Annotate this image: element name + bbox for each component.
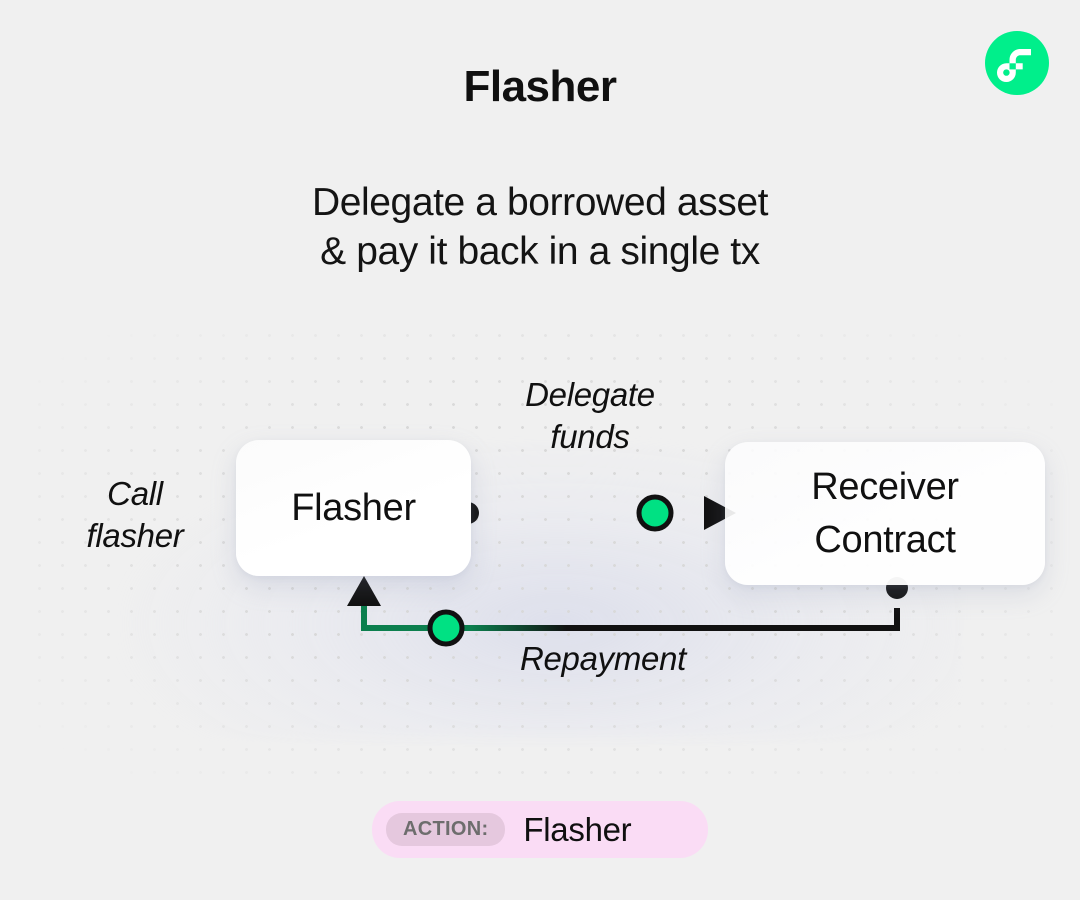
subtitle-line-2: & pay it back in a single tx <box>320 230 760 273</box>
edge-label-call-flasher-line-2: flasher <box>86 517 184 554</box>
edge-label-call-flasher: Call flasher <box>45 473 225 557</box>
page-subtitle: Delegate a borrowed asset & pay it back … <box>0 178 1080 276</box>
flow-logo-icon <box>985 31 1049 95</box>
page-title: Flasher <box>463 62 617 111</box>
subtitle-line-1: Delegate a borrowed asset <box>311 181 769 224</box>
edge-label-repayment-line-1: Repayment <box>519 640 687 677</box>
action-badge-prefix: ACTION: <box>386 813 506 846</box>
node-receiver-line-2: Contract <box>814 518 956 561</box>
edge-label-delegate-funds-line-1: Delegate <box>525 376 655 413</box>
node-flasher[interactable]: Flasher <box>236 440 471 576</box>
node-receiver-line-1: Receiver <box>811 465 959 508</box>
edge-label-call-flasher-line-1: Call <box>107 475 163 512</box>
node-receiver-contract[interactable]: Receiver Contract <box>725 442 1045 585</box>
edge-label-delegate-funds: Delegate funds <box>479 374 701 458</box>
edge-label-delegate-funds-line-2: funds <box>550 418 630 455</box>
node-flasher-label: Flasher <box>291 486 416 529</box>
edge-label-repayment: Repayment <box>480 638 726 680</box>
action-badge-value: Flasher <box>523 810 632 848</box>
flow-diagram: Flasher Receiver Contract Call flasher D… <box>0 318 1080 788</box>
node-receiver-contract-label: Receiver Contract <box>811 461 959 567</box>
action-badge: ACTION: Flasher <box>372 801 708 858</box>
